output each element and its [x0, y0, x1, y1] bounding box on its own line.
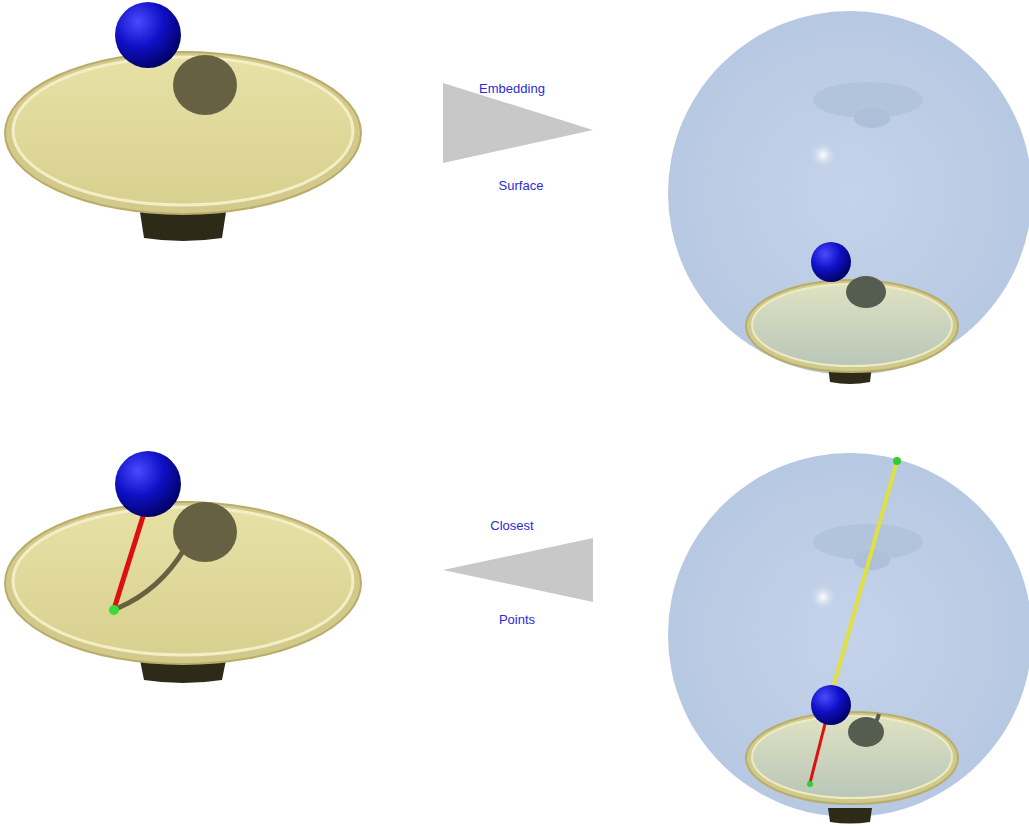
arrow-label: Points — [499, 612, 535, 627]
dish-plain — [5, 2, 361, 241]
arrow-label: Closest — [490, 518, 533, 533]
sphere-closest-points — [668, 453, 1029, 824]
dish-in-sphere — [668, 11, 1029, 384]
dish-closest-point — [5, 451, 361, 683]
arrow-label: Embedding — [479, 81, 545, 96]
arrow-triangle — [443, 538, 593, 602]
arrow-label: Surface — [499, 178, 544, 193]
